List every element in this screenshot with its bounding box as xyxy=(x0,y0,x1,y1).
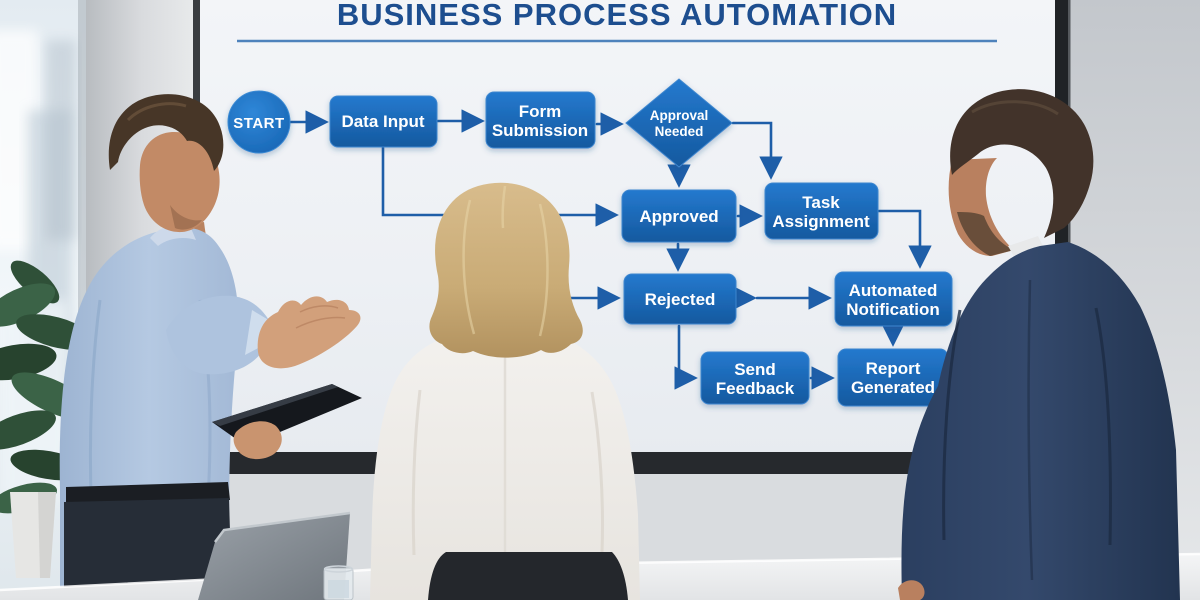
flowchart: BUSINESS PROCESS AUTOMATION xyxy=(227,0,997,407)
svg-text:Feedback: Feedback xyxy=(716,379,795,398)
suit-man-hand xyxy=(898,580,925,600)
presenter-cuff xyxy=(245,310,272,355)
node-start-label: START xyxy=(233,115,284,132)
node-data-input-label: Data Input xyxy=(341,112,424,131)
svg-text:Notification: Notification xyxy=(846,300,940,319)
bezel-highlight xyxy=(1068,0,1071,470)
water-glass xyxy=(323,565,354,600)
flowchart-nodes: START Data Input Form Submission Approva… xyxy=(227,78,953,407)
node-approval-needed-label: Approval xyxy=(650,108,709,123)
node-send-feedback-label: Send xyxy=(734,360,776,379)
presenter-holding-hand xyxy=(233,421,282,460)
node-data-input: Data Input xyxy=(329,95,438,148)
node-form-submission-label: Form xyxy=(519,102,562,121)
svg-text:Generated: Generated xyxy=(851,378,935,397)
node-approved: Approved xyxy=(621,189,737,243)
node-send-feedback: Send Feedback xyxy=(700,351,810,405)
flowchart-title: BUSINESS PROCESS AUTOMATION xyxy=(337,0,897,32)
node-rejected: Rejected xyxy=(623,273,737,325)
presenter-open-hand xyxy=(257,296,361,369)
node-start: START xyxy=(227,90,291,154)
node-automated-notification-label: Automated xyxy=(849,281,938,300)
presenter-beard-shadow xyxy=(170,205,202,230)
node-approved-label: Approved xyxy=(639,207,718,226)
presenter-arm-sleeve xyxy=(166,295,270,375)
node-report-generated: Report Generated xyxy=(837,348,949,407)
svg-text:Assignment: Assignment xyxy=(772,212,870,231)
presenter-belt xyxy=(66,482,230,503)
node-task-assignment: Task Assignment xyxy=(764,182,879,240)
edge-approvalneeded-taskassignment xyxy=(731,121,783,180)
window-frame xyxy=(78,0,86,600)
node-rejected-label: Rejected xyxy=(645,290,716,309)
edge-rejected-sendfeedback xyxy=(674,324,698,390)
svg-text:Needed: Needed xyxy=(655,124,704,139)
laptop xyxy=(198,511,351,600)
suit-man-hair xyxy=(950,89,1094,238)
node-task-assignment-label: Task xyxy=(802,193,840,212)
man-in-navy-suit xyxy=(898,89,1180,600)
suit-man-beard xyxy=(957,212,1014,256)
woman-viewing-screen xyxy=(370,182,640,600)
node-report-generated-label: Report xyxy=(866,359,921,378)
node-form-submission: Form Submission xyxy=(485,91,596,149)
node-approval-needed: Approval Needed xyxy=(625,78,733,168)
presenter-face xyxy=(139,131,220,233)
node-automated-notification: Automated Notification xyxy=(834,271,953,327)
woman-skirt xyxy=(428,552,628,600)
edge-taskassignment-automatednotification xyxy=(877,209,932,269)
svg-text:Submission: Submission xyxy=(492,121,588,140)
presenter-with-tablet xyxy=(59,94,362,600)
presenter-trousers xyxy=(64,498,232,600)
